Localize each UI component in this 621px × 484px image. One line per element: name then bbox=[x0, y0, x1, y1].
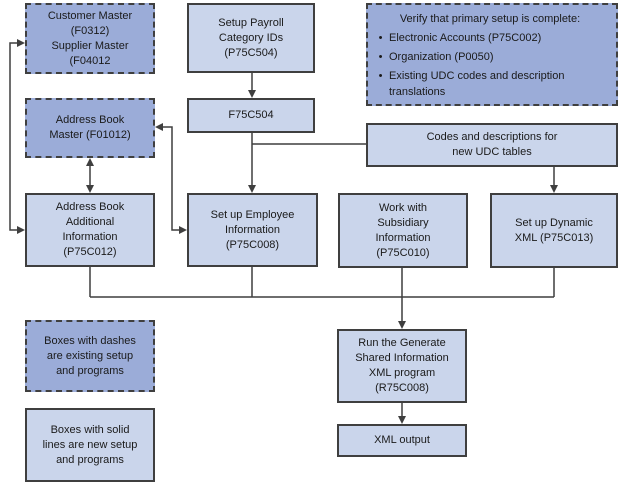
arrowhead-into-xml-output bbox=[398, 416, 406, 424]
verify-bullet-item: • Existing UDC codes and description tra… bbox=[372, 68, 608, 100]
verify-heading: Verify that primary setup is complete: bbox=[399, 13, 581, 25]
verify-bullet-item: • Organization (P0050) bbox=[372, 49, 608, 65]
arrowhead-into-dynamic-xml bbox=[550, 185, 558, 193]
arrowhead-into-customer-master bbox=[17, 39, 25, 47]
arrowhead-into-setup-employee-left bbox=[179, 226, 187, 234]
bullet-icon: • bbox=[378, 32, 383, 44]
legend-existing-setup-label: Boxes with dashes are existing setup and… bbox=[44, 334, 136, 377]
box-address-book-additional-information: Address Book Additional Information (P75… bbox=[25, 193, 155, 267]
setup-payroll-category-ids-label: Setup Payroll Category IDs (P75C504) bbox=[218, 16, 284, 59]
arrowhead-into-ab-master-bottom bbox=[86, 158, 94, 166]
connector-customer-master-ab-additional bbox=[9, 42, 17, 231]
arrowhead-into-ab-additional-top bbox=[86, 185, 94, 193]
box-f75c504: F75C504 bbox=[187, 98, 315, 133]
codes-and-descriptions-label: Codes and descriptions for new UDC table… bbox=[426, 131, 558, 158]
verify-bullet-organization: Organization (P0050) bbox=[389, 51, 494, 63]
legend-new-setup: Boxes with solid lines are new setup and… bbox=[25, 408, 155, 482]
legend-new-setup-label: Boxes with solid lines are new setup and… bbox=[42, 423, 138, 466]
xml-output-label: XML output bbox=[374, 434, 430, 446]
arrowhead-into-ab-additional-left bbox=[17, 226, 25, 234]
box-codes-and-descriptions: Codes and descriptions for new UDC table… bbox=[366, 123, 618, 167]
box-customer-supplier-master: Customer Master (F0312) Supplier Master … bbox=[25, 3, 155, 74]
box-setup-payroll-category-ids: Setup Payroll Category IDs (P75C504) bbox=[187, 3, 315, 73]
address-book-additional-information-label: Address Book Additional Information (P75… bbox=[55, 201, 125, 258]
customer-supplier-master-label: Customer Master (F0312) Supplier Master … bbox=[47, 9, 133, 67]
verify-bullet-electronic-accounts: Electronic Accounts (P75C002) bbox=[389, 32, 542, 44]
box-run-generate-shared-information: Run the Generate Shared Information XML … bbox=[337, 329, 467, 403]
set-up-dynamic-xml-label: Set up Dynamic XML (P75C013) bbox=[514, 216, 594, 244]
bullet-icon: • bbox=[378, 51, 383, 63]
verify-bullet-item: • Electronic Accounts (P75C002) bbox=[372, 30, 608, 46]
verify-bullet-existing-udc-codes: Existing UDC codes and description trans… bbox=[389, 70, 565, 98]
arrowhead-into-run-generate bbox=[398, 321, 406, 329]
box-verify-primary-setup: Verify that primary setup is complete: •… bbox=[366, 3, 618, 106]
legend-existing-setup: Boxes with dashes are existing setup and… bbox=[25, 320, 155, 392]
run-generate-shared-information-label: Run the Generate Shared Information XML … bbox=[355, 337, 449, 394]
connector-ab-master-setup-employee bbox=[163, 126, 179, 231]
box-xml-output: XML output bbox=[337, 424, 467, 457]
box-address-book-master: Address Book Master (F01012) bbox=[25, 98, 155, 158]
box-work-with-subsidiary-information: Work with Subsidiary Information (P75C01… bbox=[338, 193, 468, 268]
bullet-icon: • bbox=[378, 70, 383, 82]
box-set-up-dynamic-xml: Set up Dynamic XML (P75C013) bbox=[490, 193, 618, 268]
set-up-employee-information-label: Set up Employee Information (P75C008) bbox=[210, 208, 295, 251]
connector-bus bbox=[89, 267, 555, 321]
f75c504-label: F75C504 bbox=[228, 109, 274, 121]
box-set-up-employee-information: Set up Employee Information (P75C008) bbox=[187, 193, 318, 267]
address-book-master-label: Address Book Master (F01012) bbox=[49, 114, 131, 141]
arrowhead-into-f75c504 bbox=[248, 90, 256, 98]
work-with-subsidiary-information-label: Work with Subsidiary Information (P75C01… bbox=[375, 201, 431, 259]
arrowhead-into-setup-employee-top bbox=[248, 185, 256, 193]
arrowhead-into-ab-master-right bbox=[155, 123, 163, 131]
